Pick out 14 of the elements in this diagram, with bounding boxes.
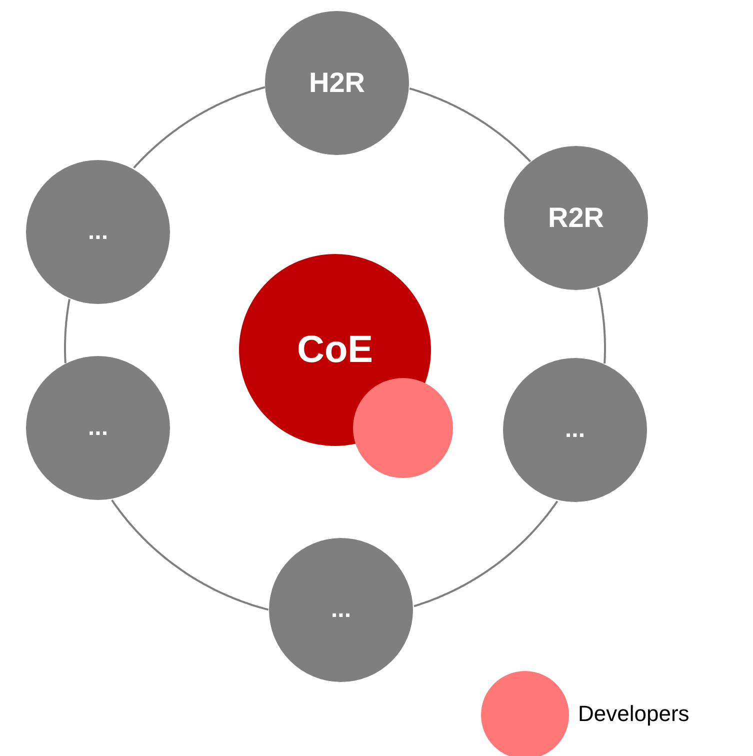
node-label: ... <box>88 218 108 246</box>
ring-connector <box>597 287 606 364</box>
node-label: H2R <box>308 67 365 99</box>
ring-connector <box>414 500 558 608</box>
ring-connector <box>111 500 269 611</box>
node-label: R2R <box>548 202 604 234</box>
node-label: ... <box>88 414 108 442</box>
ring-connector <box>64 299 70 364</box>
node-label: ... <box>330 596 351 624</box>
legend-label: Developers <box>578 701 690 727</box>
node-label: CoE <box>297 328 373 372</box>
node-label: ... <box>564 416 585 444</box>
ring-connector <box>133 86 266 169</box>
ring-connector <box>409 88 532 162</box>
